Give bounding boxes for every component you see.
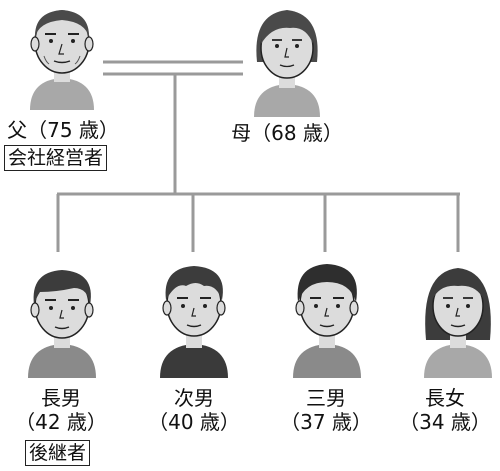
eldest-son-figure: [28, 270, 96, 378]
child-tag: 後継者: [25, 440, 91, 466]
father-figure: [30, 10, 94, 110]
father-age: （75 歳）: [27, 118, 119, 142]
child-role: 次男: [174, 386, 214, 410]
child-label-3: 三男 （37 歳）: [273, 386, 379, 434]
father-role: 父: [7, 118, 28, 142]
mother-figure: [254, 10, 320, 117]
child-age: （37 歳）: [280, 410, 372, 434]
child-label-2: 次男 （40 歳）: [141, 386, 247, 434]
child-label-4: 長女 （34 歳）: [392, 386, 498, 434]
eldest-daughter-figure: [424, 268, 492, 378]
child-role: 長男: [41, 386, 81, 410]
descent-lines: [56, 74, 460, 252]
child-label-1: 長男 （42 歳）: [8, 386, 114, 434]
mother-age: （68 歳）: [251, 121, 343, 145]
third-son-figure: [293, 264, 361, 378]
father-tag: 会社経営者: [4, 145, 108, 171]
child-role: 三男: [306, 386, 346, 410]
child-age: （34 歳）: [399, 410, 491, 434]
father-label: 父（75 歳）: [4, 118, 122, 142]
second-son-figure: [160, 266, 228, 378]
child-role: 長女: [425, 386, 465, 410]
marriage-line: [103, 60, 243, 76]
mother-role: 母: [231, 121, 252, 145]
mother-label: 母（68 歳）: [228, 121, 346, 145]
child-age: （40 歳）: [148, 410, 240, 434]
child-age: （42 歳）: [15, 410, 107, 434]
